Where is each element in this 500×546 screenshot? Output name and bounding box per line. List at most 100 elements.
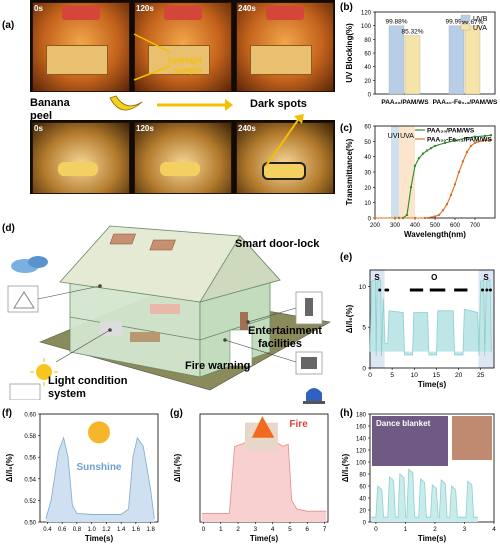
band-label: UVA [400,133,414,140]
x-tick-label: 0.8 [73,527,82,533]
y-tick-label: 0 [368,217,372,223]
entertainment-label: Entertainment [248,325,322,337]
y-tick-label: 0 [368,93,372,99]
legend-label: UVB [473,16,488,23]
x-tick-label: 10 [411,372,419,379]
blanket-closeup-photo [452,416,492,460]
morse-dash [409,288,424,292]
y-tick-label: 40 [364,155,371,161]
y-tick-label: 0.54 [24,477,36,483]
series-point [413,216,417,220]
panel-label-c: (c) [340,123,353,134]
series-point [461,160,465,163]
signal-area [371,469,478,522]
panel-label-h: (h) [340,408,353,419]
chart-annotation: Sunshine [76,462,121,473]
y-tick-label: 120 [361,11,372,17]
light-condition-label: Light condition [48,375,128,387]
cloud-icon [11,256,48,273]
morse-dot [488,288,492,292]
y-tick-label: 0.52 [24,499,36,505]
time-label: 240s [238,124,256,133]
alarm-icon [303,388,325,404]
sample-label: sample [174,66,202,75]
legend-swatch [460,23,471,31]
band [399,126,415,218]
bar-value-label: 99.67% [461,19,483,26]
series-point [437,213,441,217]
x-tick-label: 1.6 [132,527,141,533]
x-tick-label: 0.6 [58,527,67,533]
bar [404,35,421,95]
legend-label: UVA [473,25,487,32]
series-point [443,141,447,145]
banana-label: Banana [30,97,70,109]
y-tick-label: 10 [359,284,367,291]
fire-warning-label: Fire warning [185,360,251,372]
x-tick-label: 0 [202,526,206,533]
y-tick-label: 120 [356,449,367,455]
x-tick-label: 600 [450,223,461,229]
bar [448,25,465,95]
series-point [433,144,437,148]
x-tick-label: 2 [236,526,240,533]
x-category-label: PAA₃₀/PAM/WS [381,99,429,106]
morse-annotation: S [374,273,380,282]
panel-label-d: (d) [2,223,15,234]
morse-dot [480,288,484,292]
chart-annotation: Fire [289,419,308,430]
series-point [409,186,413,189]
y-axis-label: ΔI/I₀(%) [345,304,354,333]
band [391,126,399,218]
dark-spots-arrow-icon [265,114,304,167]
y-tick-label: 60 [359,485,366,491]
bar [388,25,405,95]
x-tick-label: 1.0 [87,527,96,533]
y-tick-label: 50 [364,140,371,146]
series-point [463,137,467,140]
x-axis-label: Wavelength(nm) [404,230,466,239]
series-point [469,144,473,148]
signal-area [45,437,155,522]
signal-area [201,441,327,522]
y-tick-label: 60 [364,52,371,58]
x-tick-label: 3 [463,526,467,533]
system-label: system [48,388,86,400]
legend-label: PAA₃₀-Fe₀.₃/PAM/WS [427,137,492,144]
legend-swatch [460,14,471,22]
series-point [429,147,433,150]
series-point [465,150,469,154]
signal-trace [369,279,492,356]
x-tick-label: 1 [219,526,223,533]
series-point [481,139,485,142]
y-tick-label: 20 [364,79,371,85]
y-tick-label: 20 [359,509,366,515]
x-tick-label: 3 [254,526,258,533]
x-tick-label: 500 [430,223,441,229]
x-tick-label: 4 [271,526,275,533]
y-tick-label: 10 [364,201,371,207]
x-tick-label: 5 [390,372,394,379]
x-category-label: PAA₃₀-Fe₀.₃/PAM/WS [433,99,498,106]
series-point [483,134,487,138]
bar-value-label: 99.99% [445,19,467,26]
x-tick-label: 1 [404,526,408,533]
series-point [441,209,445,212]
y-tick-label: 30 [364,171,371,177]
hydrogel-label: hydrogel [168,56,202,65]
bar-value-label: 85.32% [401,29,423,36]
x-tick-label: 6 [305,526,309,533]
series-point [457,170,461,174]
x-axis-label: Time(s) [85,534,114,543]
morse-annotation: S [483,273,489,282]
signal-trace [45,436,155,519]
sun-icon [88,421,110,444]
x-tick-label: 0 [368,372,372,379]
x-tick-label: 200 [370,223,381,229]
x-axis-label: Time(s) [418,534,447,543]
